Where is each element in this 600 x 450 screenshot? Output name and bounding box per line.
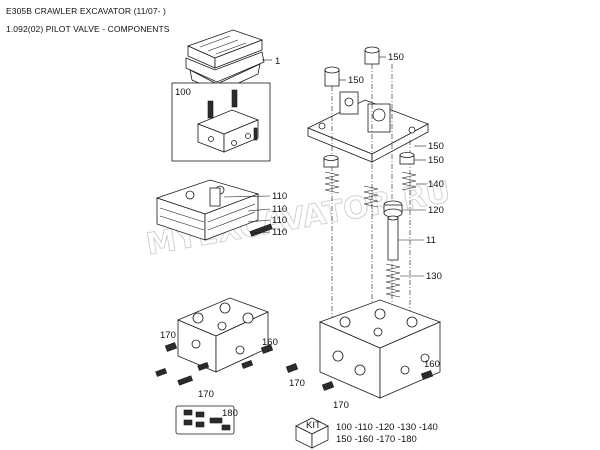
valve-body-right[interactable]: [318, 299, 442, 399]
kit-parts-line-2: 150 -160 -170 -180: [336, 434, 417, 445]
callout-110-c: 110: [272, 215, 287, 226]
diagram-title: E305B CRAWLER EXCAVATOR (11/07- ): [6, 6, 166, 16]
callout-100: 100: [175, 87, 191, 98]
callout-120: 120: [428, 205, 444, 216]
plugs-180[interactable]: [183, 409, 231, 431]
kit-icon: [295, 417, 329, 449]
callout-110-a: 110: [272, 191, 287, 202]
valve-body-left[interactable]: [155, 179, 273, 241]
callout-170-b: 170: [198, 389, 214, 400]
kit-parts-line-1: 100 -110 -120 -130 -140: [336, 422, 438, 433]
kit-badge-label: KIT: [306, 420, 321, 431]
callout-140: 140: [428, 179, 444, 190]
callout-150-a: 150: [388, 52, 404, 63]
callout-130: 130: [426, 271, 442, 282]
pin-150-second[interactable]: [324, 66, 340, 87]
cap-150-right[interactable]: [399, 152, 415, 165]
callout-150-d: 150: [428, 155, 444, 166]
diagram-subtitle: 1.092(02) PILOT VALVE - COMPONENTS: [6, 24, 170, 34]
pin-150-top[interactable]: [364, 46, 380, 65]
spring-140-mid[interactable]: [363, 185, 379, 208]
callout-160-a: 160: [262, 337, 278, 348]
callout-170-d: 170: [333, 400, 349, 411]
spring-140-right[interactable]: [401, 171, 417, 191]
spring-130[interactable]: [385, 263, 401, 298]
callout-170-a: 170: [160, 330, 176, 341]
callout-110-d: 110: [272, 227, 287, 238]
valve-body-lower-left[interactable]: [176, 297, 270, 373]
callout-160-b: 160: [424, 359, 440, 370]
callout-180: 180: [222, 408, 238, 419]
callout-110-b: 110: [272, 204, 287, 215]
callout-170-c: 170: [289, 378, 305, 389]
plug-170-left-a[interactable]: [164, 342, 178, 352]
plug-170-right-a[interactable]: [285, 363, 299, 373]
spool-11[interactable]: [387, 215, 399, 261]
cam-plate[interactable]: [307, 91, 429, 163]
spring-seat-120[interactable]: [383, 200, 403, 218]
plug-170-right-b[interactable]: [321, 381, 335, 391]
callout-150-c: 150: [428, 141, 444, 152]
callout-11: 11: [426, 235, 436, 246]
plug-160-right[interactable]: [420, 370, 434, 380]
plug-160-left[interactable]: [241, 344, 274, 369]
callout-150-b: 150: [348, 75, 364, 86]
cap-150-left[interactable]: [323, 155, 339, 168]
plug-170-left-b[interactable]: [155, 362, 210, 386]
spring-140-left[interactable]: [324, 171, 340, 194]
plate-part[interactable]: [196, 89, 260, 153]
callout-1: 1: [275, 56, 280, 67]
